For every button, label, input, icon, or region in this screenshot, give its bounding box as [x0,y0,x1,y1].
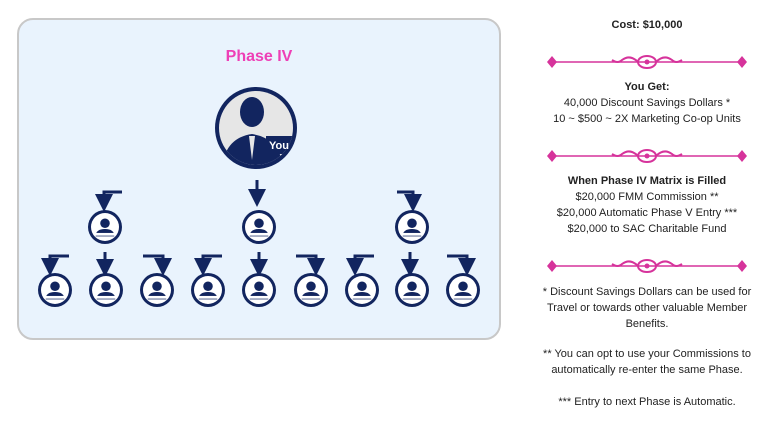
arrow-curve-right-l2 [397,190,422,212]
member-node-level3 [89,273,123,307]
cost-label: Cost: $10,000 [611,19,683,31]
member-node-level2 [88,210,122,244]
note-1: * Discount Savings Dollars can be used f… [530,284,764,332]
arrow-curve-left-l2 [95,190,122,212]
arrow-curve-right-l3a [143,254,172,276]
note-line: *** Entry to next Phase is Automatic. [558,396,736,408]
note-3: *** Entry to next Phase is Automatic. [530,394,764,410]
filled-section: When Phase IV Matrix is Filled $20,000 F… [530,173,764,237]
ornamental-divider [547,149,747,163]
member-node-level3 [242,273,276,307]
note-line: automatically re-enter the same Phase. [551,364,743,376]
note-line: Travel or towards other valuable Member [546,302,748,314]
arrow-curve-left-l3c [346,254,374,276]
arrow-curve-right-l3c [447,254,476,276]
member-node-level3 [395,273,429,307]
filled-line: $20,000 to SAC Charitable Fund [567,223,727,235]
member-node-level3 [38,273,72,307]
member-node-level3 [140,273,174,307]
ornamental-divider [547,259,747,273]
arrow-curve-left-l3a [41,254,69,276]
you-get-section: You Get: 40,000 Discount Savings Dollars… [530,79,764,127]
member-node-level3 [345,273,379,307]
ornamental-divider [547,55,747,69]
you-label: You [269,140,289,152]
filled-heading: When Phase IV Matrix is Filled [567,175,727,187]
note-2: ** You can opt to use your Commissions t… [530,346,764,378]
you-get-heading: You Get: [624,81,670,93]
note-line: * Discount Savings Dollars can be used f… [542,286,752,298]
note-line: ** You can opt to use your Commissions t… [543,348,751,360]
filled-line: $20,000 Automatic Phase V Entry *** [556,207,738,219]
member-node-level2 [395,210,429,244]
you-get-line: 10 ~ $500 ~ 2X Marketing Co-op Units [553,113,741,125]
member-node-level2 [242,210,276,244]
arrow-curve-left-l3b [194,254,222,276]
member-node-level3 [294,273,328,307]
you-avatar: You [215,87,297,169]
you-get-line: 40,000 Discount Savings Dollars * [563,97,731,109]
member-node-level3 [446,273,480,307]
arrow-curve-right-l3b [296,254,325,276]
note-line: Benefits. [625,318,669,330]
phase-title: Phase IV [225,48,293,65]
filled-line: $20,000 FMM Commission ** [575,191,719,203]
member-node-level3 [191,273,225,307]
